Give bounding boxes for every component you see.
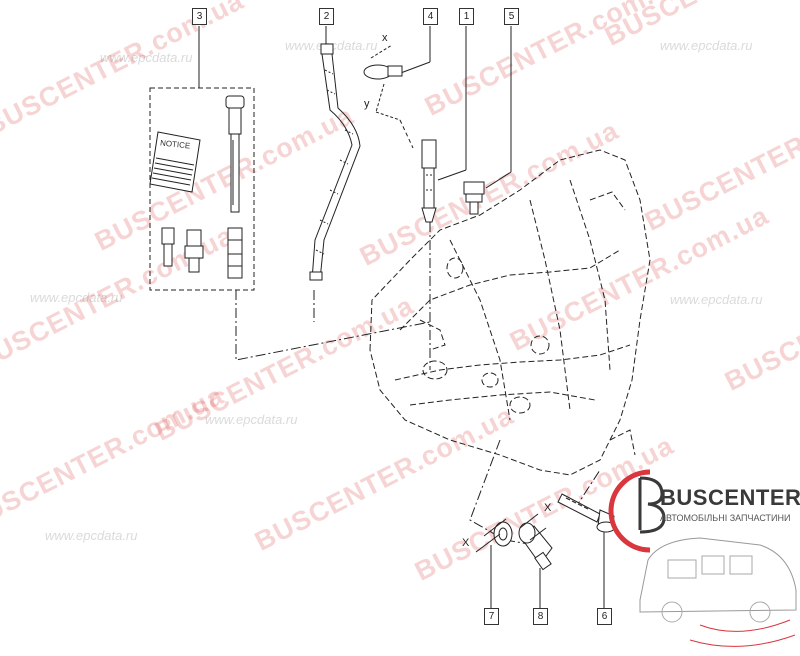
logo-subtitle: АВТОМОБІЛЬНІ ЗАПЧАСТИНИ — [660, 513, 791, 523]
callout-8: 8 — [533, 608, 548, 625]
dipstick-guide — [421, 139, 437, 223]
kit-dipstick — [225, 95, 245, 213]
drain-plug — [518, 522, 553, 571]
logo-brand-name: BUSCENTER — [660, 485, 800, 510]
watermark-site: www.epcdata.ru — [670, 292, 763, 307]
minibus-illustration — [639, 537, 797, 647]
seal-washer — [493, 521, 513, 547]
watermark-site: www.epcdata.ru — [30, 290, 123, 305]
tube-clip — [363, 44, 414, 149]
callout-3: 3 — [192, 8, 207, 25]
watermark-site: www.epcdata.ru — [660, 38, 753, 53]
callout-6: 6 — [597, 608, 612, 625]
axis-label-y-small: y — [364, 98, 370, 110]
notice-booklet — [149, 131, 201, 193]
kit-adapter-middle — [184, 229, 204, 273]
kit-box-outline — [149, 87, 255, 291]
callout-2: 2 — [319, 8, 334, 25]
leader-line-1-arm — [437, 169, 467, 181]
watermark-site: www.epcdata.ru — [45, 528, 138, 543]
callout-1: 1 — [459, 8, 474, 25]
kit-adapter-right — [227, 227, 243, 279]
leader-line-4-arm — [397, 61, 431, 75]
buscenter-logo-mark — [608, 469, 666, 553]
watermark-site: www.epcdata.ru — [100, 50, 193, 65]
dimension-x-left — [475, 518, 507, 553]
temperature-sensor — [463, 181, 485, 215]
leader-line-5-arm — [485, 171, 512, 189]
watermark-site: www.epcdata.ru — [205, 412, 298, 427]
kit-adapter-left — [161, 227, 175, 267]
dipstick-tube — [309, 43, 361, 281]
callout-7: 7 — [484, 608, 499, 625]
mounting-bolt — [557, 493, 616, 533]
callout-4: 4 — [423, 8, 438, 25]
axis-label-x-small: x — [382, 32, 388, 44]
dimension-x-right — [519, 513, 547, 541]
assembly-path-lines — [235, 222, 601, 546]
axis-label-x-left: X — [462, 537, 470, 549]
axis-label-x-right: X — [544, 502, 552, 514]
callout-5: 5 — [504, 8, 519, 25]
gearbox-housing — [369, 149, 651, 476]
